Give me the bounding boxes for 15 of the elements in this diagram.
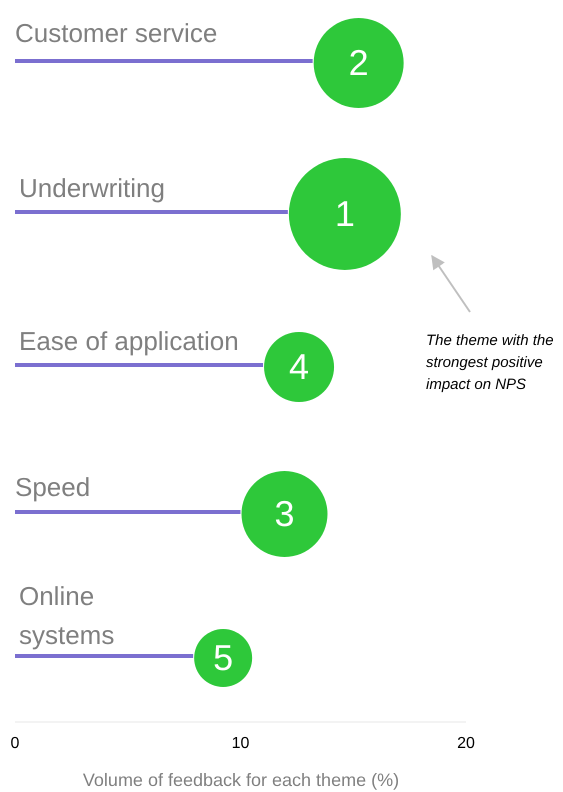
tick-label: 0 xyxy=(10,735,20,753)
category-label: Customer service xyxy=(15,17,218,50)
data-label: 5 xyxy=(212,638,234,678)
tick-label: 10 xyxy=(230,735,250,753)
category-label: Underwriting xyxy=(19,172,166,205)
data-label: 1 xyxy=(334,194,356,234)
data-label: 4 xyxy=(288,347,310,387)
data-label: 2 xyxy=(348,43,370,83)
annotation-note: The theme with the strongest positive impact on NPS xyxy=(426,331,555,395)
category-label: Ease of application xyxy=(19,325,240,358)
category-label: Online systems xyxy=(19,580,116,652)
data-label: 3 xyxy=(273,494,296,534)
axis-title: Volume of feedback for each theme (%) xyxy=(82,770,400,791)
category-label: Speed xyxy=(15,471,92,504)
tick-label: 20 xyxy=(456,735,476,753)
